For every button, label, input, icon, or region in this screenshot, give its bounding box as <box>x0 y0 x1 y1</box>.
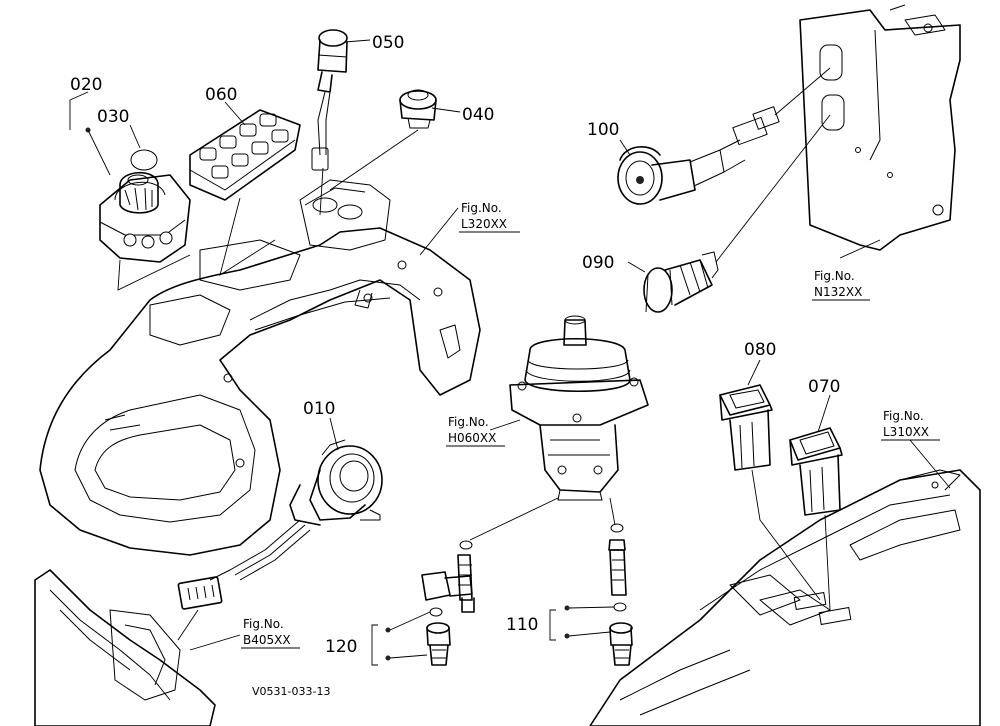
round-connector-part <box>177 439 383 641</box>
fig-ref-l320: Fig.No. L320XX <box>459 201 520 233</box>
fig-ref-n132: Fig.No. N132XX <box>812 269 870 301</box>
fig-ref-h060: Fig.No. H060XX <box>446 415 505 447</box>
rocker-switch-080 <box>719 384 821 601</box>
fig-ref-l310: Fig.No. L310XX <box>881 409 940 441</box>
part-label: 070 <box>808 377 840 397</box>
fig-ref-b405: Fig.No. B405XX <box>241 617 300 649</box>
joystick-unit <box>469 315 649 541</box>
console-housing <box>39 179 481 556</box>
fig-ref-line2: L320XX <box>461 217 507 231</box>
part-label: 040 <box>462 105 494 125</box>
figure-references: Fig.No. L320XX Fig.No. N132XX Fig.No. H0… <box>241 201 940 649</box>
part-label: 090 <box>582 253 614 273</box>
part-label: 110 <box>506 615 538 635</box>
part-label: 080 <box>744 340 776 360</box>
fig-ref-line1: Fig.No. <box>461 201 502 215</box>
fitting-group-120 <box>385 540 475 666</box>
part-label: 020 <box>70 75 102 95</box>
fig-ref-line1: Fig.No. <box>243 617 284 631</box>
rocker-switch-070 <box>789 427 843 611</box>
fig-ref-line1: Fig.No. <box>883 409 924 423</box>
fig-ref-line2: H060XX <box>448 431 496 445</box>
button-switch-part <box>329 89 437 191</box>
side-panel <box>799 4 961 251</box>
right-lower-console <box>589 469 981 726</box>
drawing-code: V0531-033-13 <box>252 685 330 698</box>
part-label: 030 <box>97 107 129 127</box>
part-label: 050 <box>372 33 404 53</box>
plug-connector-part <box>311 29 348 216</box>
part-label: 120 <box>325 637 357 657</box>
keypad-part <box>189 109 301 276</box>
fitting-group-110 <box>564 523 633 666</box>
fig-ref-line1: Fig.No. <box>448 415 489 429</box>
part-label: 060 <box>205 85 237 105</box>
fig-ref-line1: Fig.No. <box>814 269 855 283</box>
left-lower-unit <box>34 569 216 726</box>
fig-ref-line2: L310XX <box>883 425 929 439</box>
fig-ref-line2: B405XX <box>243 633 291 647</box>
label-leaders <box>69 39 951 666</box>
knob-switch-part <box>99 149 191 291</box>
part-label: 010 <box>303 399 335 419</box>
part-labels: 010 020 030 040 050 060 070 080 090 100 … <box>70 33 840 657</box>
part-label: 100 <box>587 120 619 140</box>
socket-part <box>643 114 831 313</box>
socket-cable-part <box>617 67 831 205</box>
keypad-buttons <box>199 113 289 179</box>
fig-ref-line2: N132XX <box>814 285 862 299</box>
